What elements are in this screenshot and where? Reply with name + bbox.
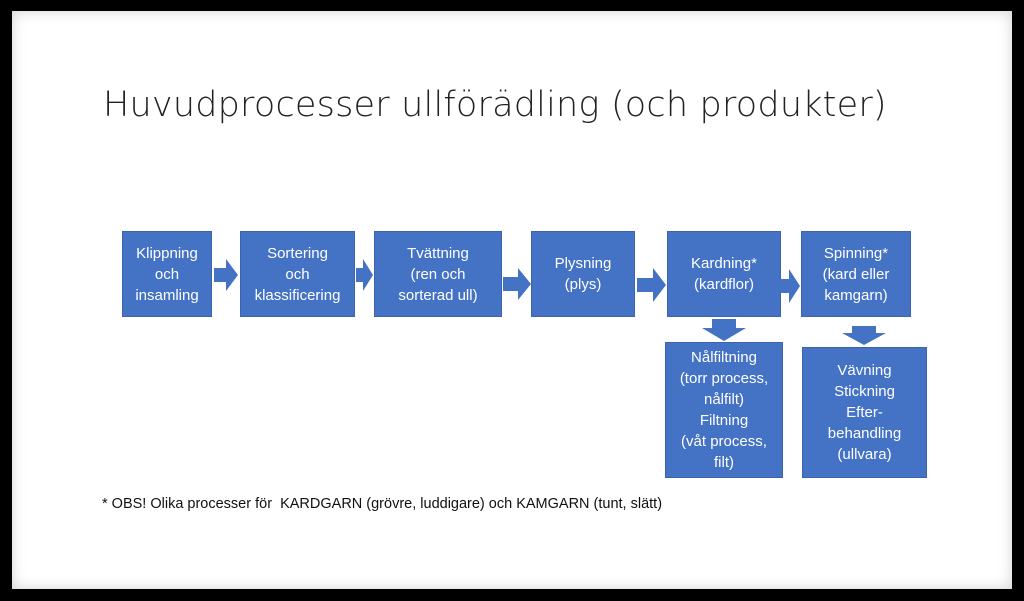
arrow-right-icon [637,268,666,302]
step-klippning: Klippning och insamling [122,231,212,317]
step-tvattning: Tvättning (ren och sorterad ull) [374,231,502,317]
arrow-down-icon [702,319,746,341]
arrow-right-icon [214,259,238,291]
product-filtning: Nålfiltning (torr process, nålfilt) Filt… [665,342,783,478]
arrow-right-icon [503,268,531,300]
arrow-down-icon [842,326,886,345]
footnote: * OBS! Olika processer för KARDGARN (grö… [102,496,663,512]
product-vavning: Vävning Stickning Efter- behandling (ull… [802,347,927,478]
step-spinning: Spinning* (kard eller kamgarn) [801,231,911,317]
slide: Huvudprocesser ullförädling (och produkt… [12,11,1012,589]
step-plysning: Plysning (plys) [531,231,635,317]
step-sortering: Sortering och klassificering [240,231,355,317]
step-kardning: Kardning* (kardflor) [667,231,781,317]
arrow-right-icon [356,259,373,291]
arrow-right-icon [779,269,800,303]
slide-title: Huvudprocesser ullförädling (och produkt… [103,85,887,125]
